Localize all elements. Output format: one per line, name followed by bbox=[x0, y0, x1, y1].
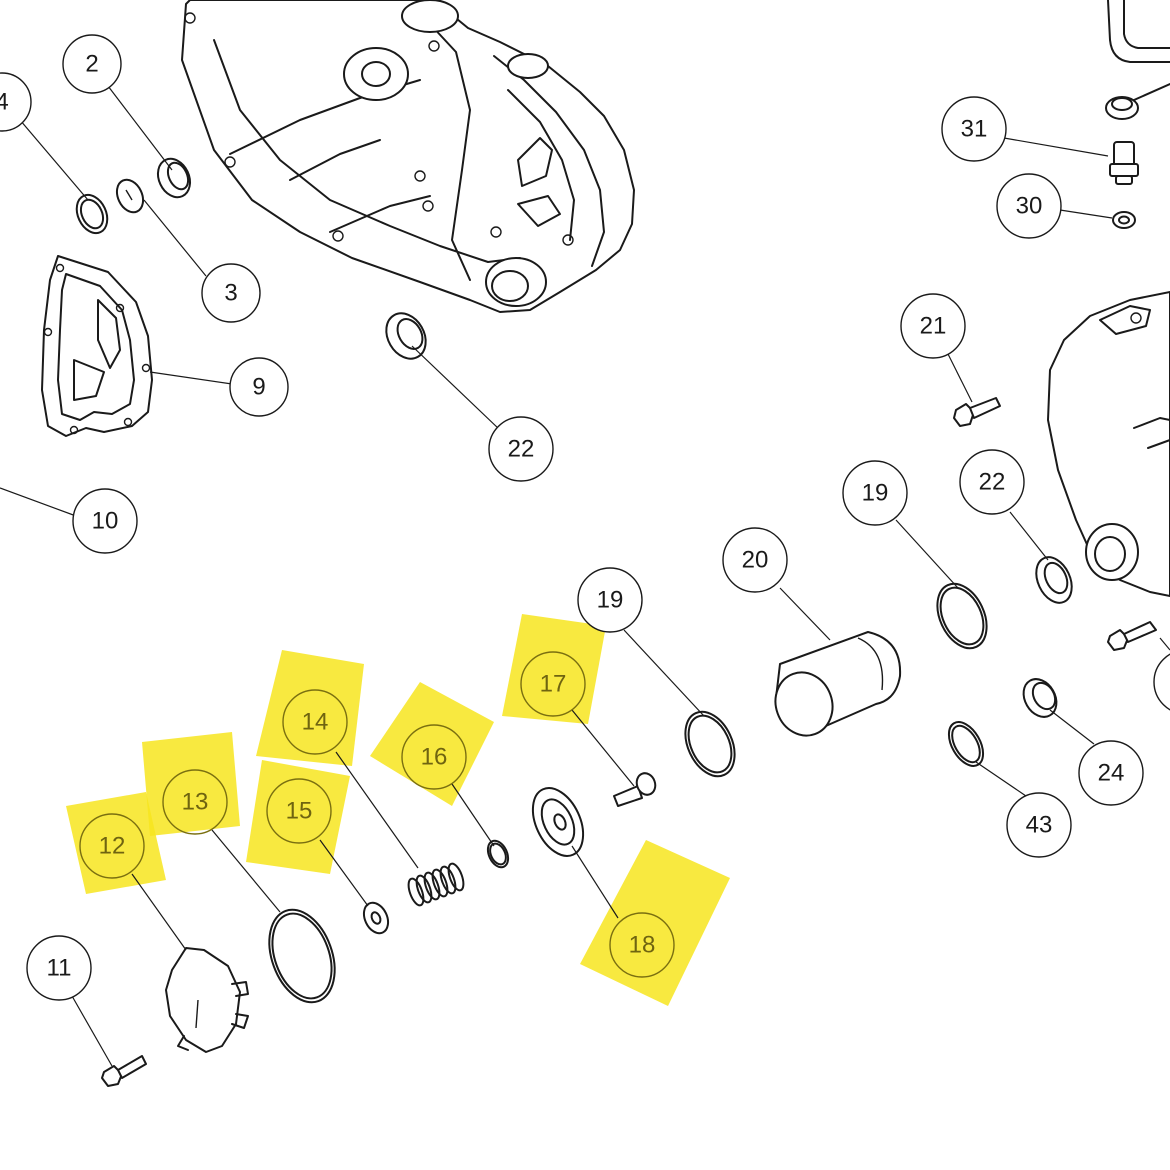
callout-2: 2 bbox=[62, 34, 122, 94]
highlight-14 bbox=[256, 650, 364, 766]
highlight-markers bbox=[66, 614, 730, 1006]
svg-text:14: 14 bbox=[302, 709, 329, 736]
seal-22-top-illustration bbox=[385, 312, 427, 360]
plug-17-illustration bbox=[613, 772, 657, 807]
side-cover-housing-illustration bbox=[1047, 291, 1170, 597]
svg-text:43: 43 bbox=[1026, 812, 1053, 839]
svg-text:17: 17 bbox=[540, 671, 567, 698]
svg-text:16: 16 bbox=[421, 744, 448, 771]
svg-text:3: 3 bbox=[224, 280, 237, 307]
svg-text:15: 15 bbox=[286, 798, 313, 825]
part-callouts: 4 2 3 9 10 22 31 30 bbox=[0, 34, 1170, 1001]
svg-text:24: 24 bbox=[1098, 760, 1125, 787]
callout-43: 43 bbox=[1006, 792, 1072, 858]
o-ring-16-illustration bbox=[486, 839, 510, 869]
washer-30-illustration bbox=[1112, 211, 1136, 229]
o-ring-13-illustration bbox=[268, 908, 336, 1004]
callout-11: 11 bbox=[26, 935, 92, 1001]
bolt-right-illustration bbox=[1107, 621, 1157, 651]
spring-14-illustration bbox=[407, 862, 465, 907]
svg-text:30: 30 bbox=[1016, 193, 1043, 220]
highlight-17 bbox=[502, 614, 606, 724]
ring-3-illustration bbox=[115, 178, 145, 214]
callout-20: 20 bbox=[722, 527, 788, 593]
callout-4: 4 bbox=[0, 72, 32, 132]
callout-31: 31 bbox=[941, 96, 1007, 162]
callout-21: 21 bbox=[900, 293, 966, 359]
filter-20-illustration bbox=[774, 631, 902, 737]
svg-text:22: 22 bbox=[508, 436, 535, 463]
callout-19-left: 19 bbox=[577, 567, 643, 633]
gasket-9-illustration bbox=[41, 255, 153, 437]
svg-text:2: 2 bbox=[85, 51, 98, 78]
washer-18-illustration bbox=[531, 787, 585, 857]
callout-10: 10 bbox=[72, 488, 138, 554]
callout-9: 9 bbox=[229, 357, 289, 417]
svg-text:21: 21 bbox=[920, 313, 947, 340]
crankcase-housing-illustration bbox=[181, 0, 635, 313]
svg-text:19: 19 bbox=[862, 480, 889, 507]
callout-17: 17 bbox=[520, 651, 586, 717]
svg-text:13: 13 bbox=[182, 789, 209, 816]
callout-22-right: 22 bbox=[959, 449, 1025, 515]
callout-18: 18 bbox=[609, 912, 675, 978]
highlighted-callouts: 12 13 14 15 16 17 18 bbox=[79, 651, 675, 978]
svg-text:19: 19 bbox=[597, 587, 624, 614]
callout-30: 30 bbox=[996, 173, 1062, 239]
svg-text:18: 18 bbox=[629, 932, 656, 959]
svg-text:4: 4 bbox=[0, 89, 9, 116]
highlight-12 bbox=[66, 792, 166, 894]
svg-text:9: 9 bbox=[252, 374, 265, 401]
callout-3: 3 bbox=[201, 263, 261, 323]
cover-12-illustration bbox=[165, 947, 249, 1053]
svg-text:11: 11 bbox=[47, 955, 72, 982]
svg-text:10: 10 bbox=[92, 508, 119, 535]
callout-12: 12 bbox=[79, 813, 145, 879]
o-ring-19-right-illustration bbox=[936, 582, 988, 650]
bolt-11-illustration bbox=[101, 1055, 147, 1087]
callout-24: 24 bbox=[1078, 740, 1144, 806]
callout-19-right: 19 bbox=[842, 460, 908, 526]
leader-lines bbox=[0, 85, 1170, 1067]
callout-13: 13 bbox=[162, 769, 228, 835]
svg-text:20: 20 bbox=[742, 547, 769, 574]
bolt-21-illustration bbox=[953, 397, 1001, 427]
breather-hose-illustration bbox=[1107, 0, 1170, 63]
washer-15-illustration bbox=[362, 901, 390, 935]
callout-16: 16 bbox=[401, 724, 467, 790]
highlight-13 bbox=[142, 732, 240, 836]
fitting-31-illustration bbox=[1109, 141, 1139, 185]
svg-text:12: 12 bbox=[99, 833, 126, 860]
highlight-16 bbox=[370, 682, 494, 806]
o-ring-19-left-illustration bbox=[684, 710, 736, 778]
callout-15: 15 bbox=[266, 778, 332, 844]
circlip-4-illustration bbox=[75, 193, 109, 235]
seal-22-right-illustration bbox=[1035, 556, 1073, 604]
svg-text:22: 22 bbox=[979, 469, 1006, 496]
hose-clamp-illustration bbox=[1105, 83, 1170, 120]
callout-14: 14 bbox=[282, 689, 348, 755]
callout-partial-right bbox=[1153, 653, 1170, 711]
circlip-43-illustration bbox=[947, 721, 985, 767]
cap-24-illustration bbox=[1022, 678, 1058, 718]
callout-22-top: 22 bbox=[488, 416, 554, 482]
svg-text:31: 31 bbox=[961, 116, 988, 143]
cap-2-illustration bbox=[156, 157, 192, 199]
highlight-18 bbox=[580, 840, 730, 1006]
